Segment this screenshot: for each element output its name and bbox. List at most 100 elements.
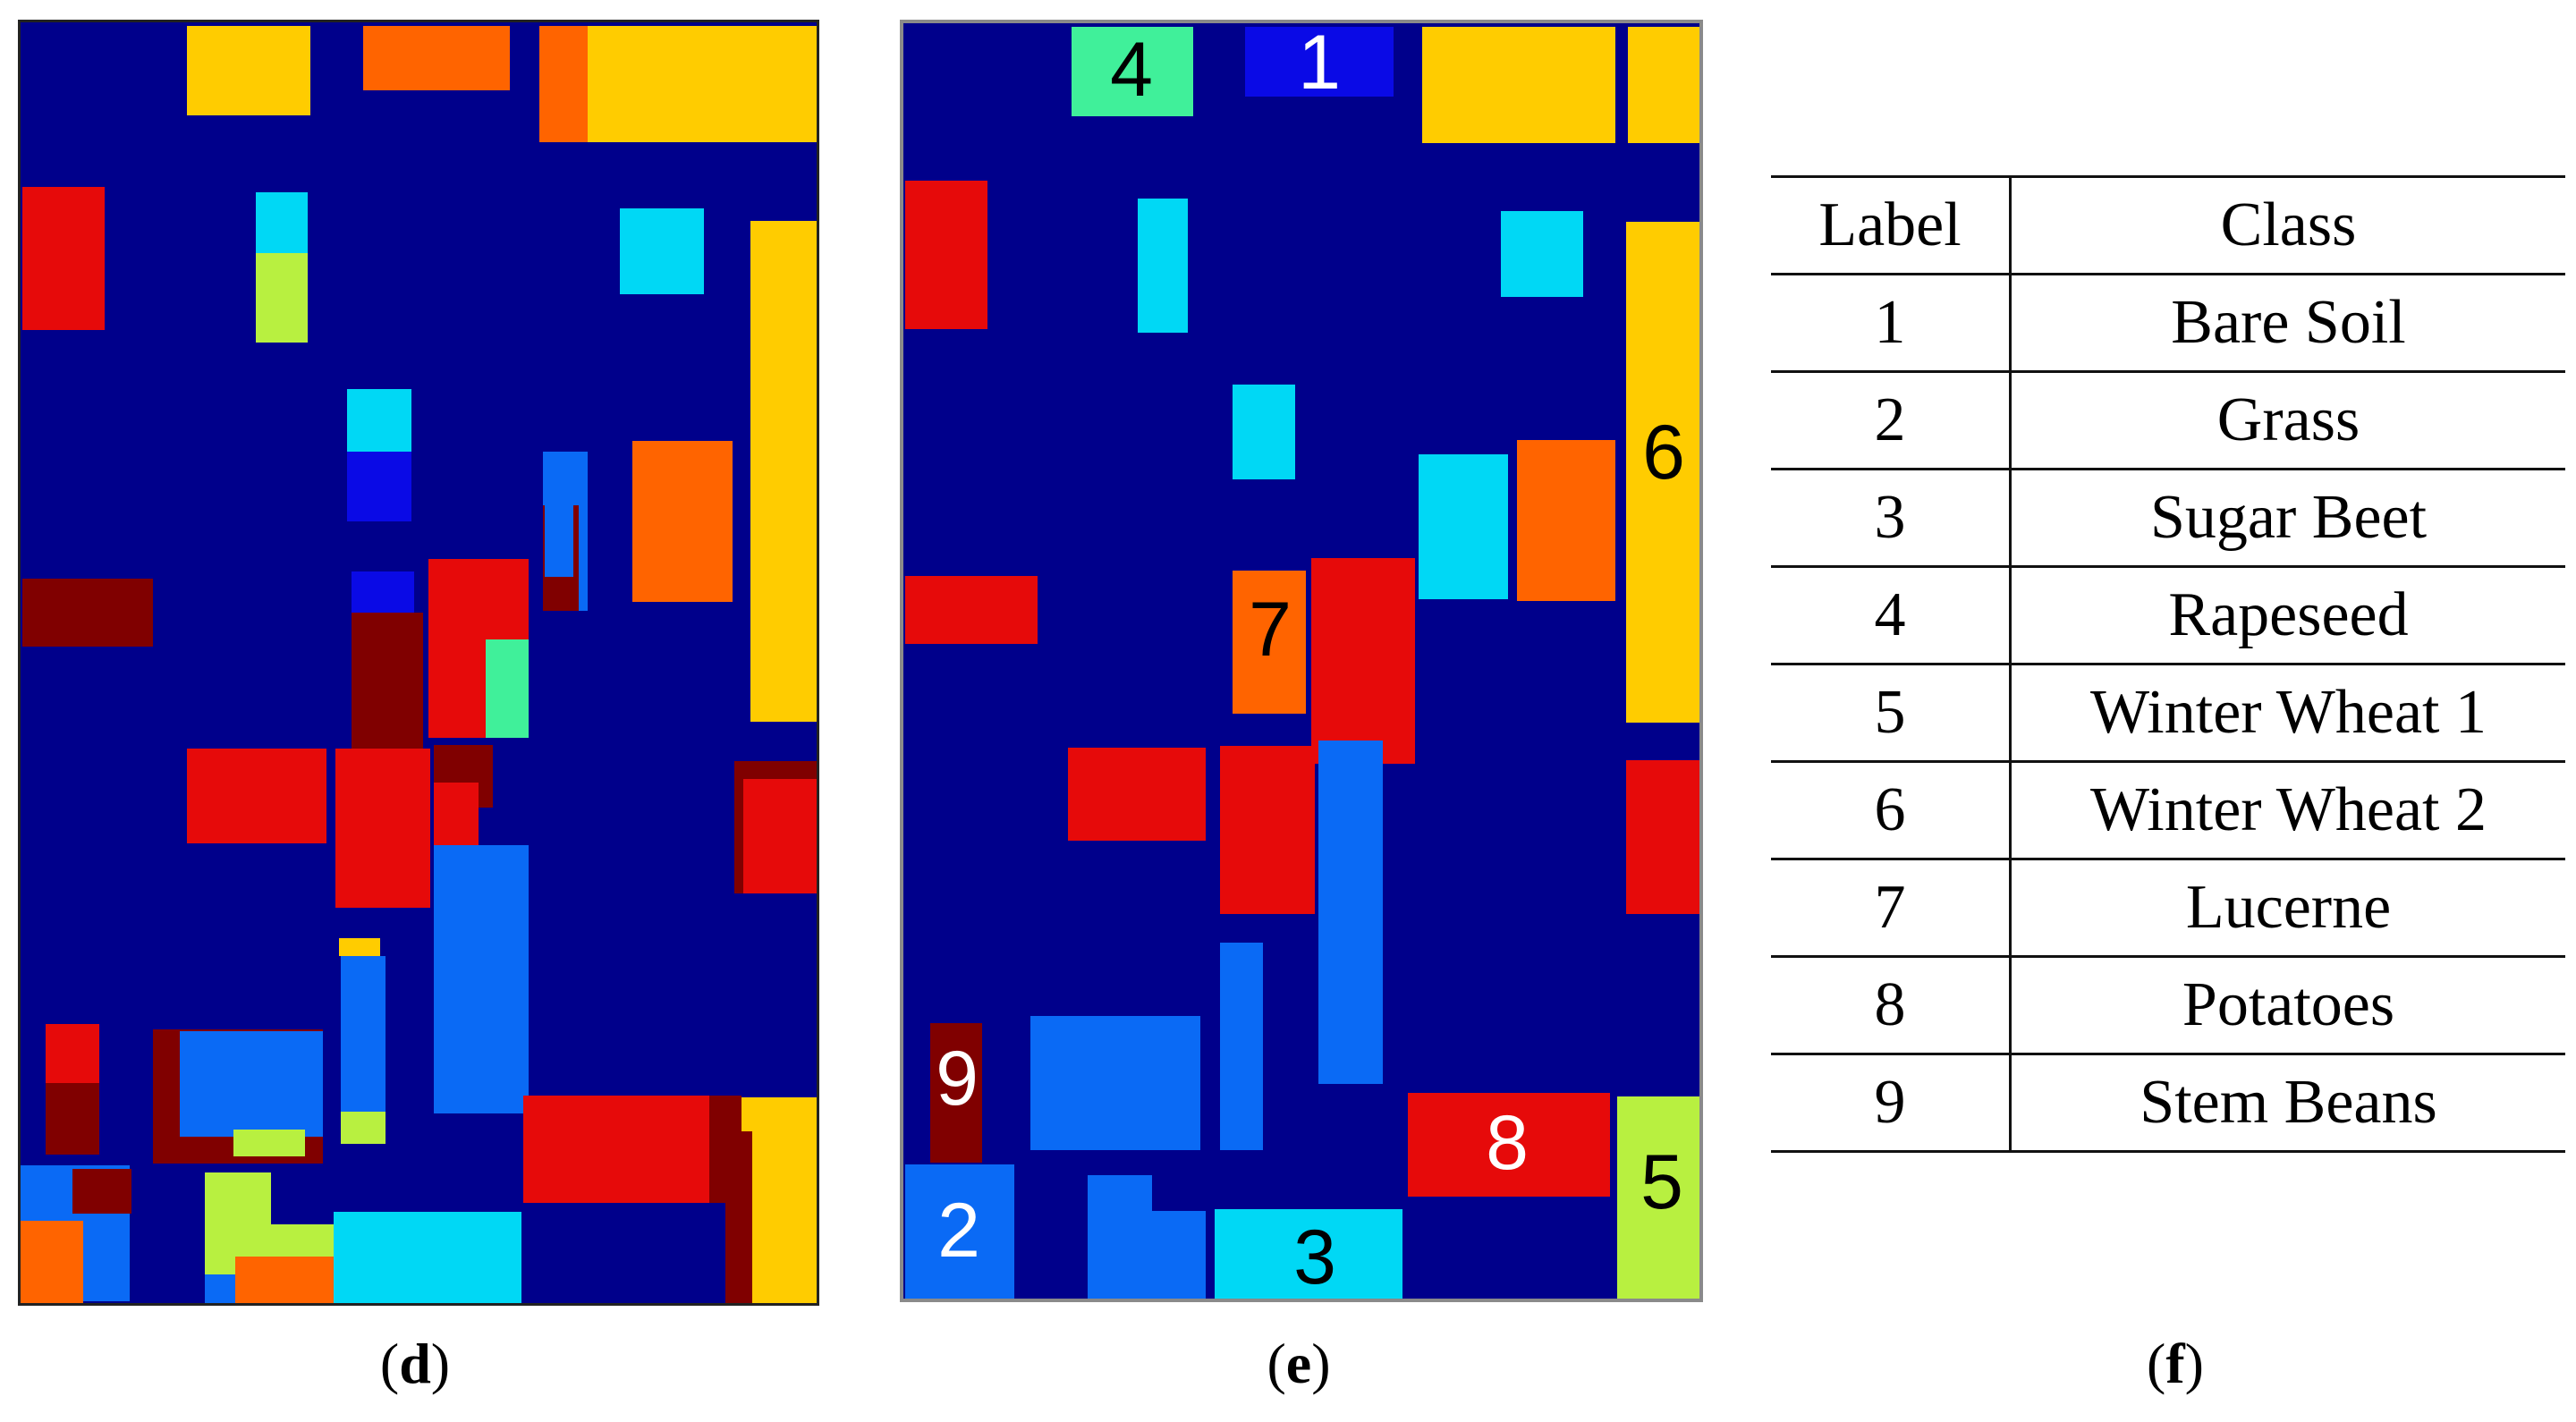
field-patch-class-8 bbox=[1220, 746, 1315, 914]
field-patch-class-8 bbox=[905, 181, 987, 329]
classification-map-d bbox=[18, 20, 819, 1306]
field-patch-class-1 bbox=[352, 571, 414, 616]
field-patch-class-6 bbox=[588, 26, 764, 142]
field-patch-class-9 bbox=[725, 1131, 752, 1303]
header-class: Class bbox=[2010, 175, 2565, 275]
row-label: 3 bbox=[1771, 469, 2012, 568]
field-patch-class-9 bbox=[72, 1169, 131, 1214]
caption-e-open: ( bbox=[1267, 1332, 1286, 1395]
field-patch-class-6 bbox=[187, 26, 310, 115]
field-patch-class-6 bbox=[339, 938, 380, 956]
field-patch-class-7 bbox=[363, 26, 510, 90]
field-patch-class-2 bbox=[1318, 741, 1383, 1084]
row-label: 6 bbox=[1771, 761, 2012, 860]
field-patch-class-3 bbox=[256, 192, 308, 255]
field-patch-class-8 bbox=[905, 576, 1038, 644]
row-label: 1 bbox=[1771, 274, 2012, 373]
field-patch-class-5 bbox=[205, 1172, 271, 1228]
field-patch-class-8 bbox=[1408, 1093, 1610, 1197]
field-patch-class-7 bbox=[1233, 571, 1306, 714]
row-class: Rapeseed bbox=[2010, 566, 2565, 665]
field-patch-class-6 bbox=[750, 221, 817, 722]
field-patch-class-4 bbox=[1072, 27, 1193, 116]
row-label: 9 bbox=[1771, 1054, 2012, 1153]
field-patch-class-8 bbox=[1068, 748, 1206, 841]
field-patch-class-7 bbox=[1517, 440, 1615, 601]
field-patch-class-2 bbox=[434, 845, 529, 1113]
row-class: Winter Wheat 2 bbox=[2010, 761, 2565, 860]
caption-f: (f) bbox=[2147, 1331, 2204, 1397]
row-class: Grass bbox=[2010, 371, 2565, 470]
caption-d: (d) bbox=[380, 1331, 450, 1397]
field-patch-class-8 bbox=[1311, 558, 1415, 764]
field-patch-class-3 bbox=[620, 208, 704, 294]
field-patch-class-2 bbox=[1220, 943, 1263, 1150]
field-patch-class-5 bbox=[341, 1112, 386, 1144]
panel-e-class-label-9: 9 bbox=[936, 1036, 979, 1122]
row-label: 4 bbox=[1771, 566, 2012, 665]
field-patch-class-8 bbox=[22, 187, 105, 330]
panel-e-class-label-7: 7 bbox=[1249, 587, 1292, 673]
field-patch-class-7 bbox=[21, 1221, 83, 1303]
table-header-row: Label Class bbox=[1771, 175, 2565, 275]
field-patch-class-6 bbox=[741, 1097, 817, 1303]
field-patch-class-9 bbox=[22, 579, 153, 647]
field-patch-class-8 bbox=[1626, 760, 1699, 914]
field-patch-class-6 bbox=[750, 26, 817, 142]
field-patch-class-2 bbox=[1088, 1211, 1206, 1299]
field-patch-class-7 bbox=[235, 1257, 334, 1303]
panel-e-class-label-4: 4 bbox=[1110, 27, 1153, 113]
field-patch-class-6 bbox=[1626, 222, 1699, 723]
field-patch-class-9 bbox=[46, 1083, 99, 1155]
row-label: 2 bbox=[1771, 371, 2012, 470]
field-patch-class-1 bbox=[1245, 27, 1394, 97]
caption-f-letter: f bbox=[2165, 1332, 2185, 1395]
row-class: Sugar Beet bbox=[2010, 469, 2565, 568]
field-patch-class-8 bbox=[743, 779, 817, 893]
field-patch-class-9 bbox=[352, 613, 423, 756]
field-patch-class-8 bbox=[46, 1024, 99, 1087]
panel-e-class-label-6: 6 bbox=[1642, 410, 1685, 495]
field-patch-class-3 bbox=[1419, 454, 1508, 599]
field-patch-class-2 bbox=[1030, 1016, 1200, 1150]
field-patch-class-5 bbox=[256, 253, 308, 343]
panel-e-class-label-5: 5 bbox=[1640, 1139, 1683, 1225]
row-class: Lucerne bbox=[2010, 859, 2565, 958]
field-patch-class-3 bbox=[1215, 1209, 1402, 1299]
caption-e-close: ) bbox=[1311, 1332, 1331, 1395]
caption-e-letter: e bbox=[1285, 1332, 1312, 1395]
caption-e: (e) bbox=[1267, 1331, 1330, 1397]
panel-e-class-label-1: 1 bbox=[1298, 20, 1341, 106]
row-class: Winter Wheat 1 bbox=[2010, 664, 2565, 763]
field-patch-class-3 bbox=[1138, 199, 1188, 333]
field-patch-class-2 bbox=[545, 496, 573, 577]
field-patch-class-8 bbox=[187, 749, 326, 843]
field-patch-class-8 bbox=[335, 749, 430, 908]
caption-d-open: ( bbox=[379, 1332, 400, 1395]
field-patch-class-5 bbox=[1617, 1096, 1699, 1299]
field-patch-class-5 bbox=[233, 1130, 305, 1156]
field-patch-class-3 bbox=[1501, 211, 1583, 297]
field-patch-class-6 bbox=[1628, 27, 1699, 143]
row-label: 5 bbox=[1771, 664, 2012, 763]
field-patch-class-9 bbox=[930, 1023, 982, 1163]
row-label: 8 bbox=[1771, 956, 2012, 1055]
panel-e-class-label-8: 8 bbox=[1486, 1100, 1529, 1186]
field-patch-class-1 bbox=[347, 452, 411, 521]
field-patch-class-3 bbox=[347, 389, 411, 453]
field-patch-class-8 bbox=[523, 1096, 725, 1203]
field-patch-class-4 bbox=[486, 639, 529, 738]
field-patch-class-3 bbox=[1233, 385, 1295, 479]
field-patch-class-2 bbox=[905, 1164, 1014, 1299]
